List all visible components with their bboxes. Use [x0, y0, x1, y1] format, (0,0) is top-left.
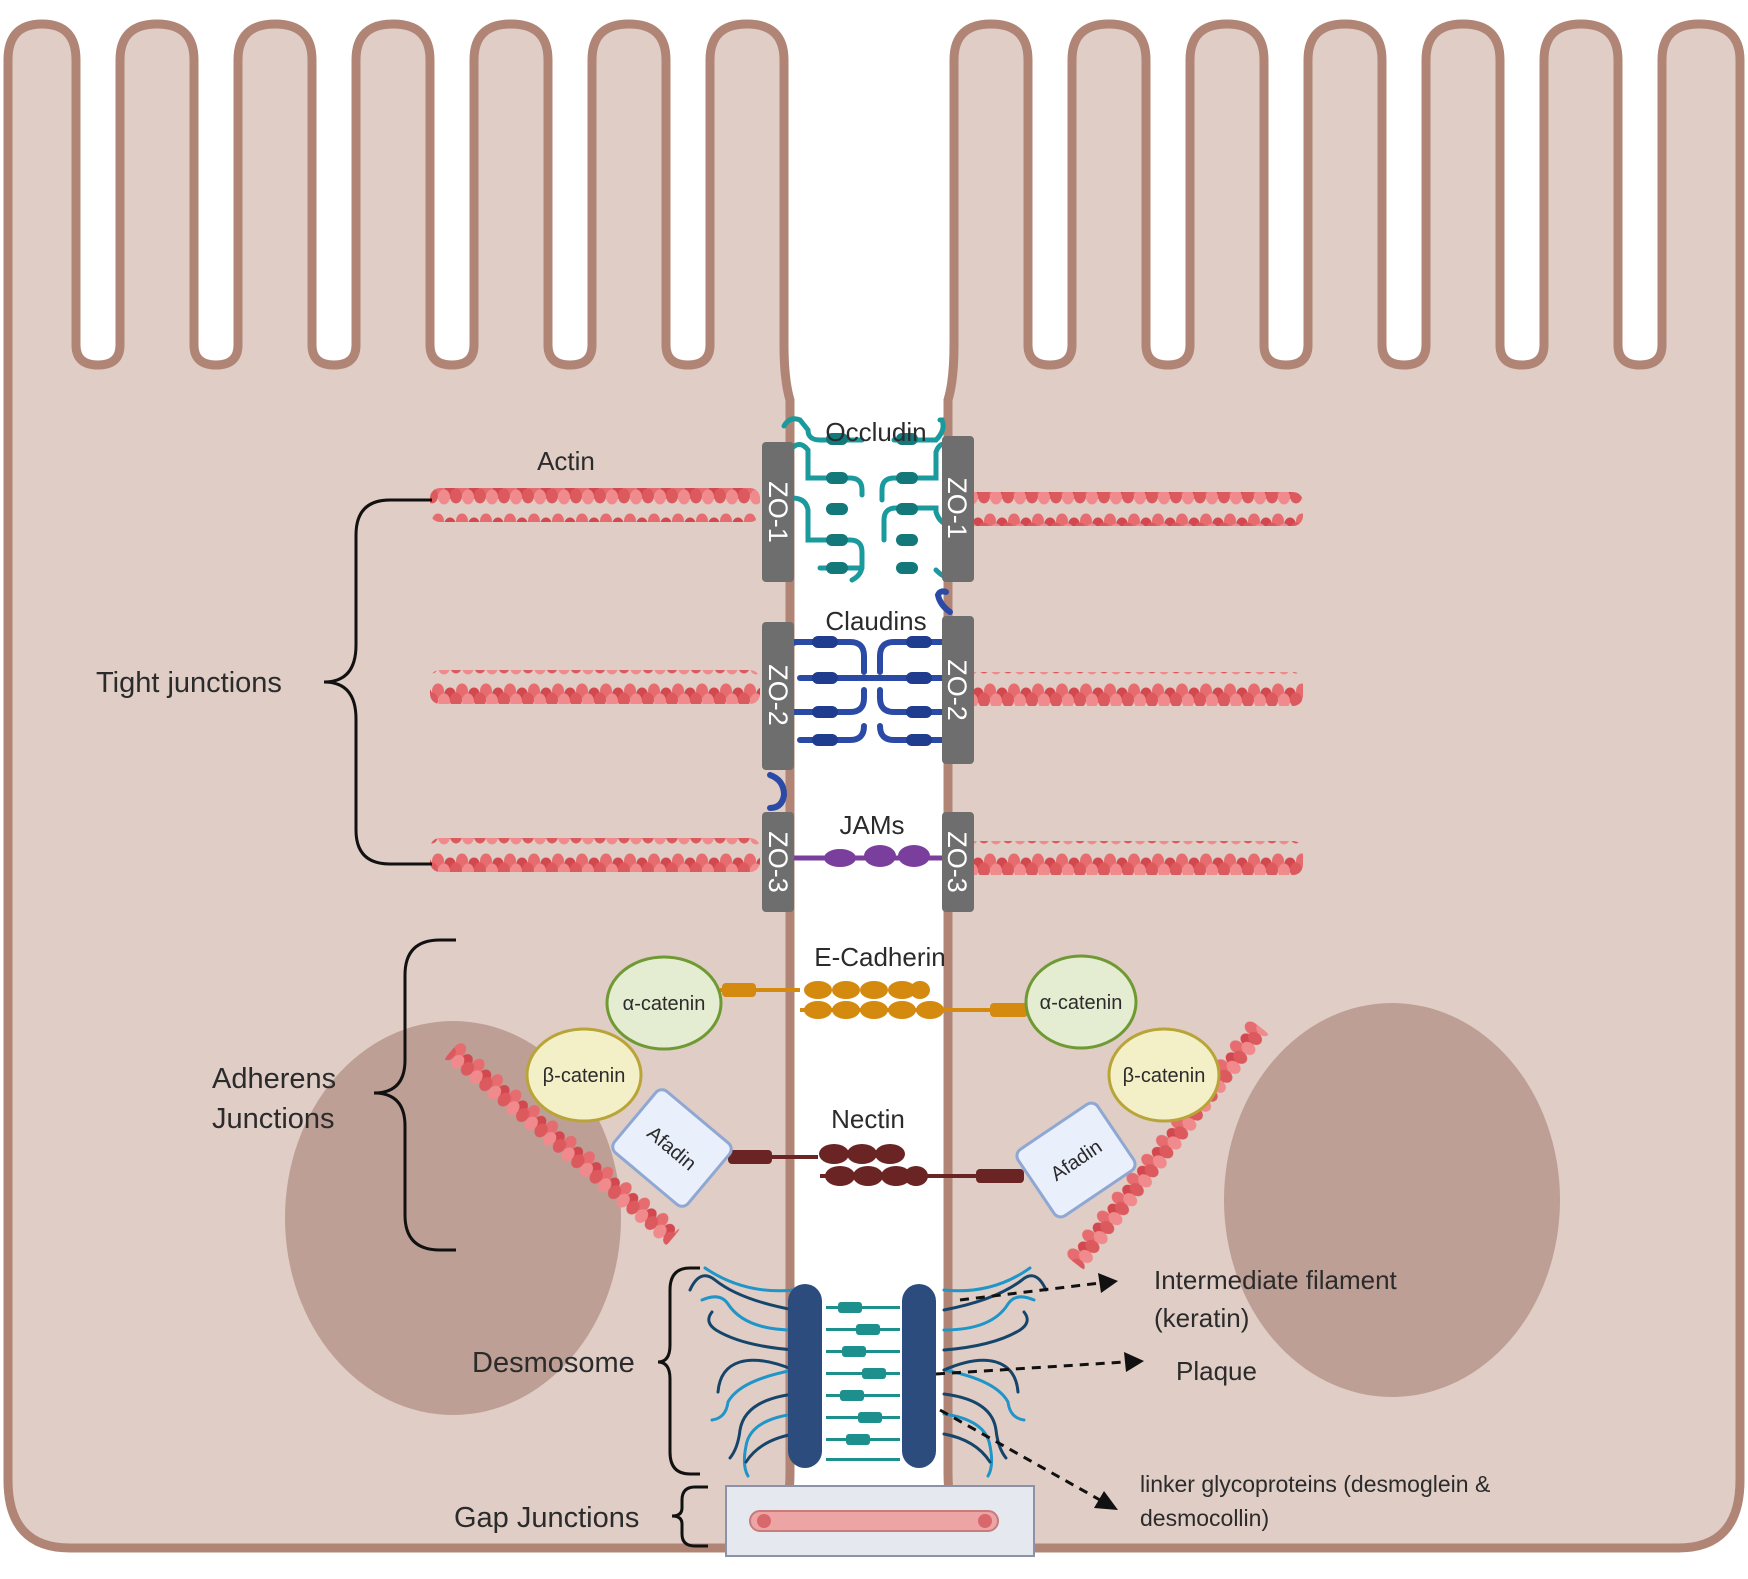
zo1-left-label: ZO-1: [763, 481, 793, 543]
actin-filaments: [430, 488, 1303, 1270]
arrow-linker: [939, 1408, 1101, 1502]
zo3-left-block: [762, 812, 794, 912]
afadin-left: [611, 1088, 733, 1208]
actin-label: Actin: [537, 446, 595, 476]
linker-label-line2: desmocollin): [1140, 1505, 1269, 1531]
beta-catenin-left-label: β-catenin: [543, 1065, 626, 1087]
alpha-catenin-right: [1024, 954, 1138, 1050]
actin-filament-tj1-left: [430, 488, 760, 522]
e-cadherin-label: E-Cadherin: [814, 942, 946, 972]
gap-junctions-label: Gap Junctions: [454, 1502, 639, 1534]
zo3-right-block: [942, 812, 974, 912]
zo2-right-label: ZO-2: [942, 659, 972, 721]
zo3-right-label: ZO-3: [942, 831, 972, 893]
claudin-domains: [812, 636, 932, 746]
zo3-left-label: ZO-3: [763, 831, 793, 893]
actin-filament-tj2-right: [965, 672, 1303, 706]
claudins-label: Claudins: [825, 606, 926, 636]
gap-junction-pore: [749, 1510, 999, 1532]
zo-blocks: [762, 436, 974, 912]
occludin-label: Occludin: [825, 417, 926, 447]
alpha-catenin-left: [605, 955, 723, 1051]
actin-filament-tj3-right: [965, 841, 1303, 875]
desmosome-bracket: [657, 1266, 700, 1476]
gap-junction-bracket: [671, 1485, 708, 1548]
actin-filament-tj1-right: [965, 492, 1303, 526]
adherens-label-line2: Junctions: [212, 1103, 335, 1135]
desmosome-plaque-left: [788, 1284, 822, 1468]
keratin-filaments: [688, 1266, 1048, 1478]
jam-protein: [790, 845, 950, 867]
beta-catenin-right: [1107, 1027, 1221, 1123]
zo2-right-block: [942, 616, 974, 764]
zo1-right-block: [942, 436, 974, 582]
adherens-label-line1: Adherens: [212, 1063, 336, 1095]
afadin-right: [1015, 1101, 1137, 1219]
arrow-intermediate-filament: [959, 1281, 1101, 1302]
callout-arrowheads: [1094, 1273, 1144, 1510]
actin-filament-tj3-left: [430, 838, 760, 872]
nectin-label: Nectin: [831, 1104, 905, 1134]
right-nucleus: [1224, 1003, 1560, 1397]
actin-filament-adherens-left: [444, 1042, 681, 1247]
e-cadherin-protein: [720, 981, 1028, 1019]
tight-junction-bracket: [323, 498, 432, 866]
jams-label: JAMs: [840, 810, 905, 840]
zo1-left-block: [762, 442, 794, 582]
gap-junction-pore-end-left: [757, 1514, 771, 1528]
adherens-junction-bracket: [373, 938, 456, 1252]
plaque-label: Plaque: [1176, 1356, 1257, 1386]
beta-catenin-left: [525, 1027, 643, 1123]
intermediate-filament-label-line2: (keratin): [1154, 1303, 1249, 1333]
intermediate-filament-label-line1: Intermediate filament: [1154, 1265, 1398, 1295]
zo2-left-block: [762, 622, 794, 770]
gap-junction-pore-end-right: [978, 1514, 992, 1528]
zo1-right-label: ZO-1: [942, 477, 972, 539]
desmosome-linkers: [826, 1302, 900, 1461]
zo2-left-label: ZO-2: [763, 664, 793, 726]
desmosome-plaque-right: [902, 1284, 936, 1468]
alpha-catenin-left-label: α-catenin: [623, 993, 706, 1015]
alpha-catenin-right-label: α-catenin: [1040, 992, 1123, 1014]
beta-catenin-right-label: β-catenin: [1123, 1065, 1206, 1087]
tight-junctions-label: Tight junctions: [96, 667, 282, 699]
linker-label-line1: linker glycoproteins (desmoglein &: [1140, 1471, 1490, 1497]
desmosome-label: Desmosome: [472, 1347, 635, 1379]
occludin-domains: [826, 433, 918, 574]
nectin-protein: [728, 1144, 1024, 1186]
actin-filament-tj2-left: [430, 670, 760, 704]
callout-arrows: [935, 1281, 1126, 1502]
